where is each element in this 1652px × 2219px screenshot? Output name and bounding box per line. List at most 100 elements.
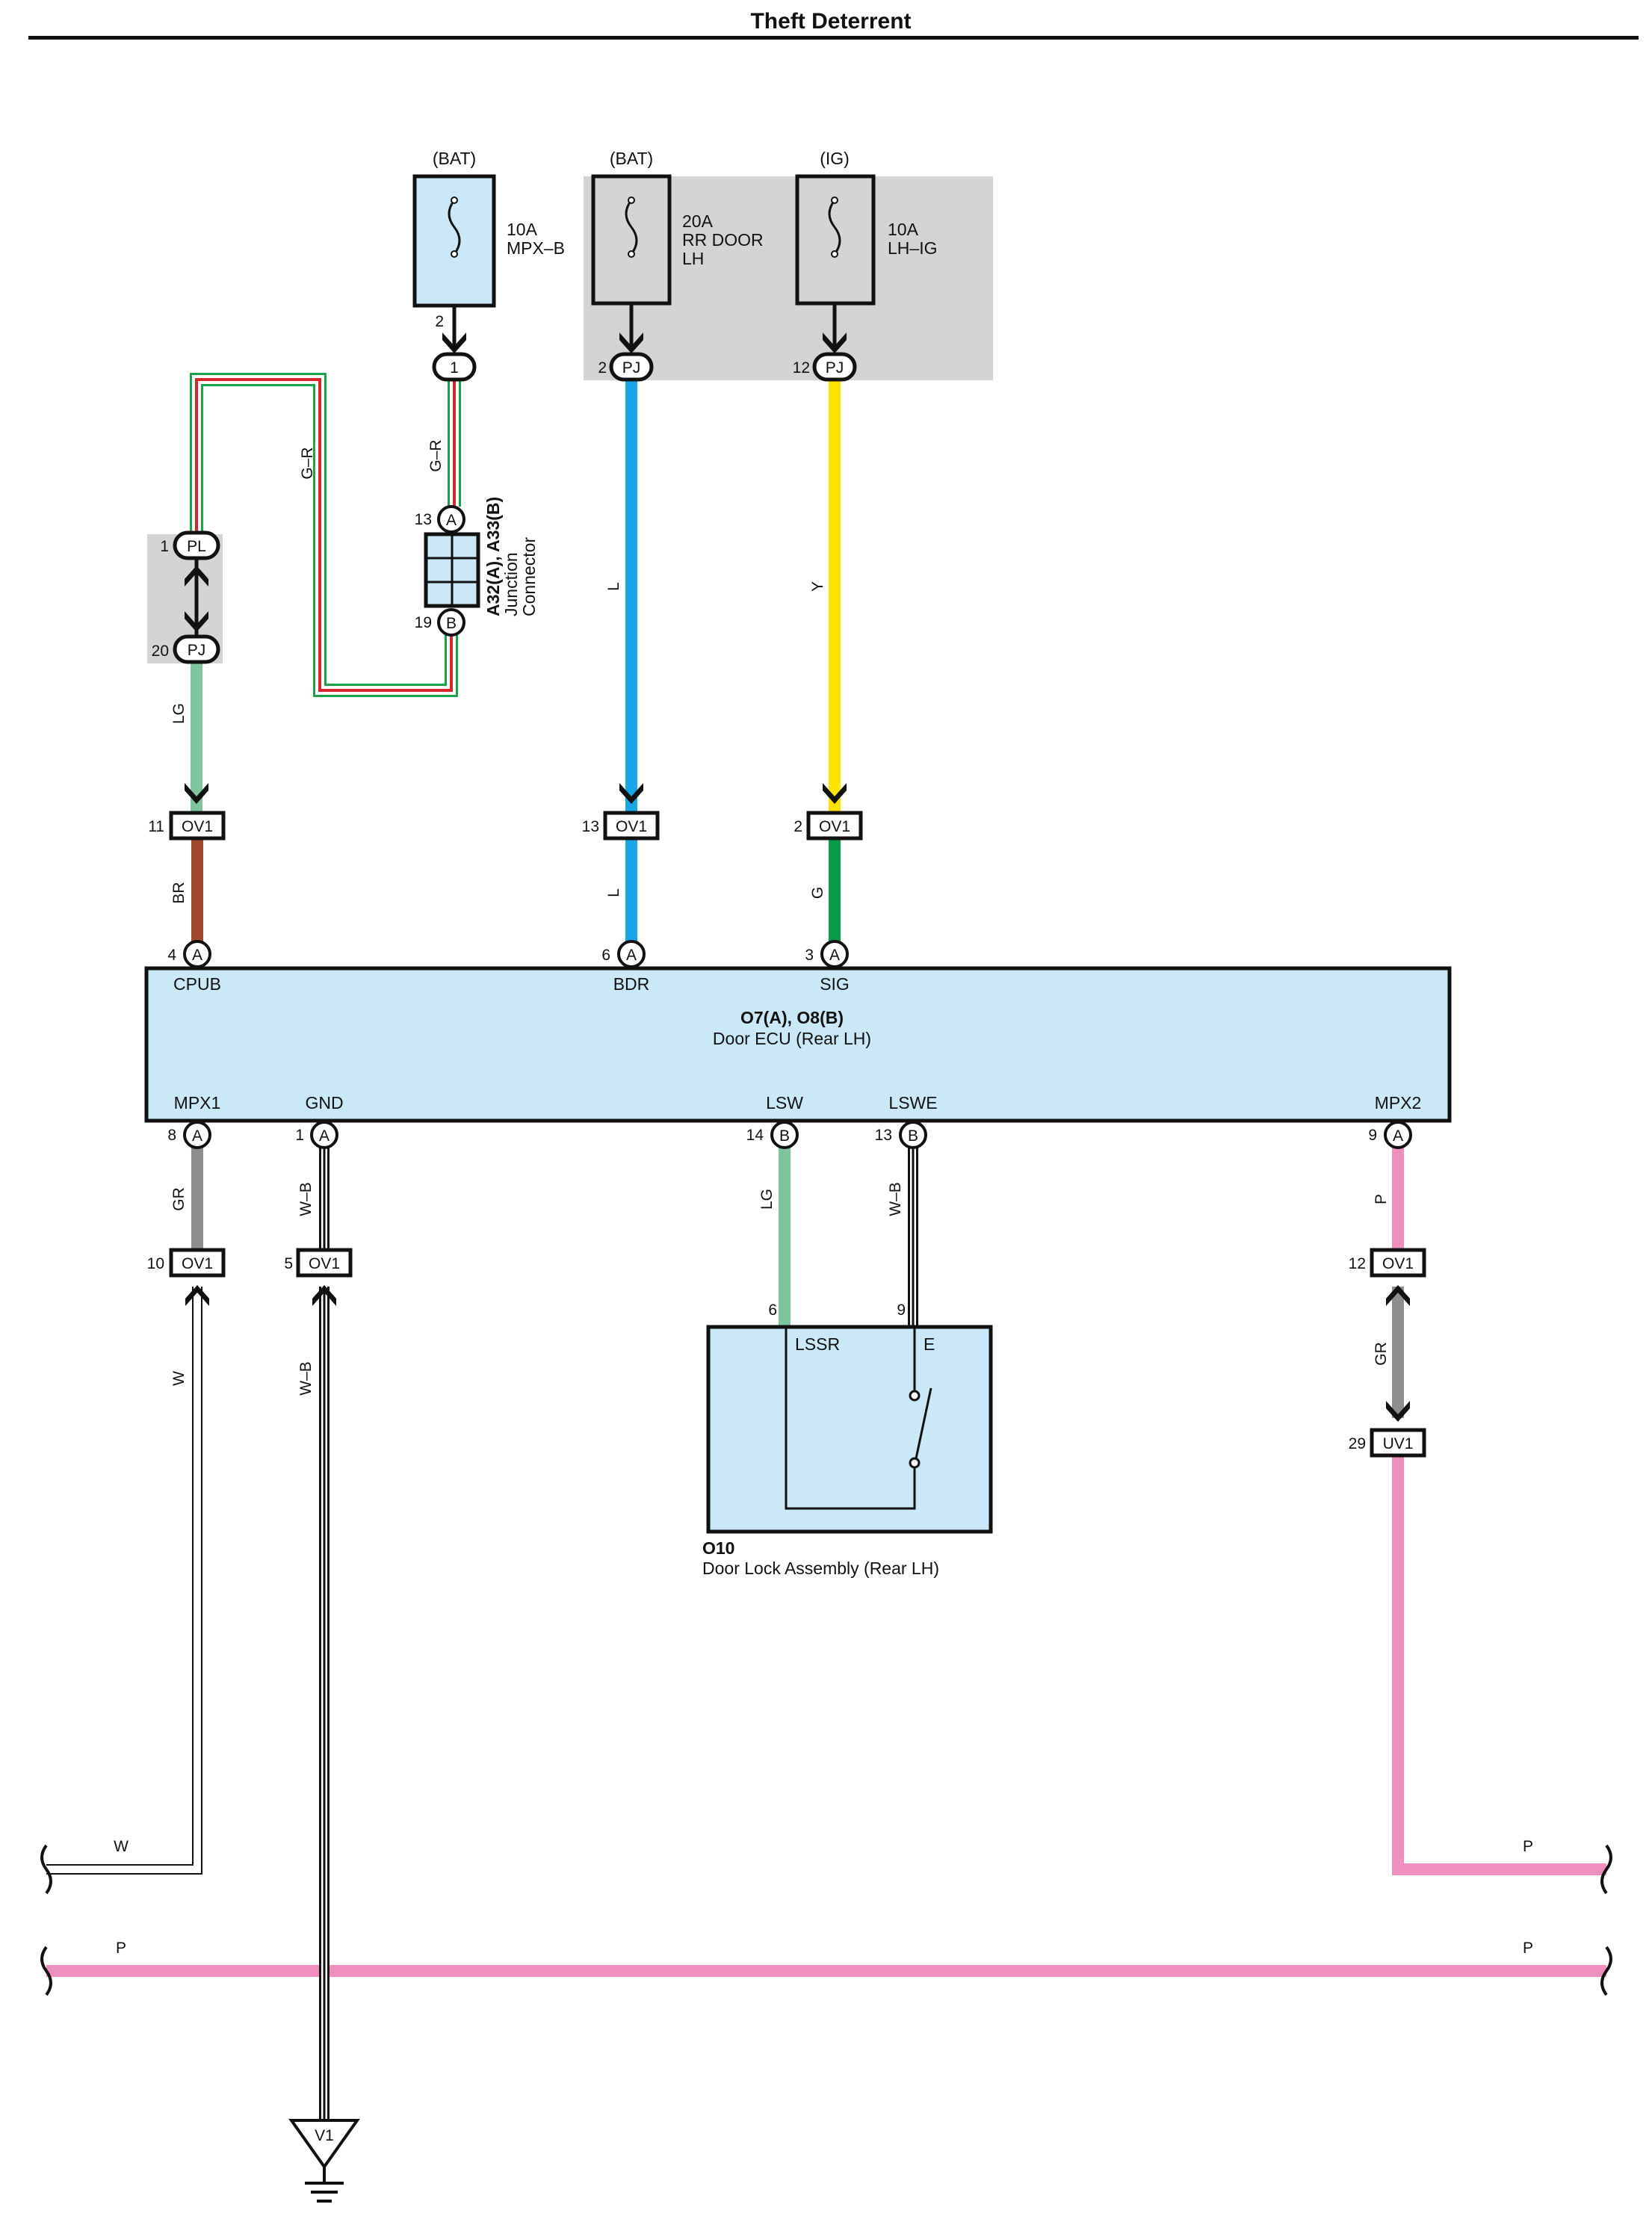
connector-pj-rr: 2 PJ <box>598 352 654 382</box>
fuse-lh-ig-name: LH–IG <box>888 238 937 258</box>
ov1-cpub-pin: 11 <box>148 818 164 835</box>
wire-g-r-loop-gap <box>192 375 456 695</box>
jc-desc-1: Junction <box>501 552 521 616</box>
wire-label-w-b-ecu: W–B <box>297 1182 315 1216</box>
ecu-label-lswe: LSWE <box>888 1093 937 1112</box>
ecu-pin-mpx1 <box>183 1121 211 1149</box>
ov1-cpub-code: OV1 <box>182 818 213 835</box>
wire-label-w-b-lswe: W–B <box>887 1182 904 1216</box>
ecu-label-sig: SIG <box>820 974 850 994</box>
wire-label-l-lower: L <box>605 888 622 897</box>
ecu-label-cpub: CPUB <box>173 974 221 994</box>
fuse-terminal <box>831 250 838 258</box>
wire-labels: G–R G–R LG L Y BR L G GR W–B LG W–B P W … <box>114 439 1533 1957</box>
door-lock-pin-e: 9 <box>897 1302 906 1319</box>
pj-rr-code: PJ <box>622 359 641 377</box>
fuse-terminal <box>628 250 635 258</box>
switch-contact <box>909 1457 921 1469</box>
ecu-label-gnd: GND <box>305 1093 343 1112</box>
ground-triangle <box>288 2119 360 2170</box>
ecu-top-pin-num: 4 <box>167 947 176 964</box>
jc-pin-top-code: A <box>446 512 457 529</box>
door-lock-label-e: E <box>924 1334 935 1354</box>
wire-label-g-r-left: G–R <box>299 447 316 479</box>
fuse-rr-door-lh: (BAT) 20A RR DOOR LH <box>591 149 764 306</box>
ecu-bottom-pin-num: 9 <box>1368 1127 1377 1144</box>
title-rule <box>28 36 1639 40</box>
fuse-rr-door-source: (BAT) <box>610 149 653 168</box>
uv1-pin: 29 <box>1349 1435 1366 1452</box>
uv1-body <box>1370 1428 1426 1458</box>
ov1-mpx1-pin: 10 <box>147 1255 164 1272</box>
ecu-pin-code: A <box>192 1127 202 1145</box>
door-lock-name: O10 <box>702 1538 734 1558</box>
wire-label-w-b-lower: W–B <box>297 1361 315 1396</box>
jc-pin-bottom <box>437 608 465 637</box>
pj-code: PJ <box>188 642 206 659</box>
chevron-down-icon <box>823 783 847 804</box>
fuse-terminal <box>451 250 458 258</box>
jc-caption: A32(A), A33(B) Junction Connector <box>483 497 539 616</box>
fuse-rr-door-name-1: RR DOOR <box>682 230 764 250</box>
ecu-top-pin-num: 3 <box>805 947 814 964</box>
connector-1-body <box>432 352 477 382</box>
fuse-rr-door-element <box>625 199 638 255</box>
pj-rr-body <box>609 352 654 382</box>
ov1-sig-pin: 2 <box>793 818 802 835</box>
fuse-terminal <box>831 196 838 204</box>
ov1-gnd-code: OV1 <box>309 1255 340 1272</box>
wire-break-icon <box>1600 1844 1612 1895</box>
junction-connector: 13 A 19 B A32(A), A33(B) Junction Connec… <box>415 497 539 637</box>
pj-ig-code: PJ <box>826 359 844 377</box>
ecu-body <box>144 966 1452 1123</box>
ecu-name: O7(A), O8(B) <box>740 1008 844 1027</box>
wire-label-p-bus-right: P <box>1523 1940 1533 1957</box>
wire-label-gr-lower: GR <box>1373 1342 1390 1366</box>
ecu-pin-code: A <box>829 947 840 964</box>
ecu-bottom-pin-num: 13 <box>875 1127 892 1144</box>
wire-label-lg-lsw: LG <box>758 1189 776 1210</box>
door-lock-body <box>706 1325 993 1534</box>
ground-code: V1 <box>315 2127 334 2144</box>
ecu-bottom-pin-num: 14 <box>746 1127 764 1144</box>
ecu-label-mpx1: MPX1 <box>174 1093 221 1112</box>
wire-break-icon <box>40 1946 52 1996</box>
chevron-down-icon <box>823 332 847 353</box>
chevron-down-icon <box>442 332 466 353</box>
jc-name: A32(A), A33(B) <box>483 497 503 616</box>
pj-rr-pin: 2 <box>598 359 607 377</box>
wire-label-w-bottom: W <box>114 1838 129 1855</box>
wire-label-y-upper: Y <box>809 581 826 592</box>
ecu-pin-code: A <box>626 947 637 964</box>
wire-g-r-loop-stripe <box>195 378 453 692</box>
wire-label-w-lower: W <box>170 1371 188 1386</box>
chevron-up-icon <box>1386 1285 1410 1306</box>
wire-label-g-r-right: G–R <box>427 439 445 471</box>
wire-label-l-upper: L <box>605 582 622 591</box>
ecu-bottom-pin-num: 1 <box>295 1127 304 1144</box>
wires-layer <box>46 373 1606 2120</box>
switch-lever <box>915 1387 932 1459</box>
jc-pin-bottom-code: B <box>446 615 457 632</box>
fuse-stubs <box>442 303 847 353</box>
ov1-mpx1-code: OV1 <box>182 1255 213 1272</box>
connector-1-code: 1 <box>450 359 459 377</box>
fuse-lh-ig-element <box>828 199 841 255</box>
ecu-label-bdr: BDR <box>613 974 650 994</box>
ov1-bdr-body <box>603 811 660 841</box>
fuse-mpx-b: (BAT) 10A MPX–B 2 <box>412 149 565 330</box>
jc-pin-top <box>437 505 465 533</box>
fuse-terminal <box>451 196 458 204</box>
ecu-label-lsw: LSW <box>766 1093 803 1112</box>
ecu-pin-sig <box>820 940 849 968</box>
ecu-pin-code: A <box>1393 1127 1403 1145</box>
ov1-gnd-body <box>296 1248 353 1278</box>
chevron-down-icon <box>619 783 643 804</box>
ov1-mpx2-body <box>1370 1248 1426 1278</box>
ov1-bdr-pin: 13 <box>582 818 599 835</box>
pj-pin: 20 <box>152 643 169 660</box>
pl-code: PL <box>187 538 206 555</box>
ecu-pin-bdr <box>617 940 646 968</box>
ecu-pin-lsw <box>770 1121 799 1149</box>
ecu-pin-code: B <box>779 1127 790 1145</box>
